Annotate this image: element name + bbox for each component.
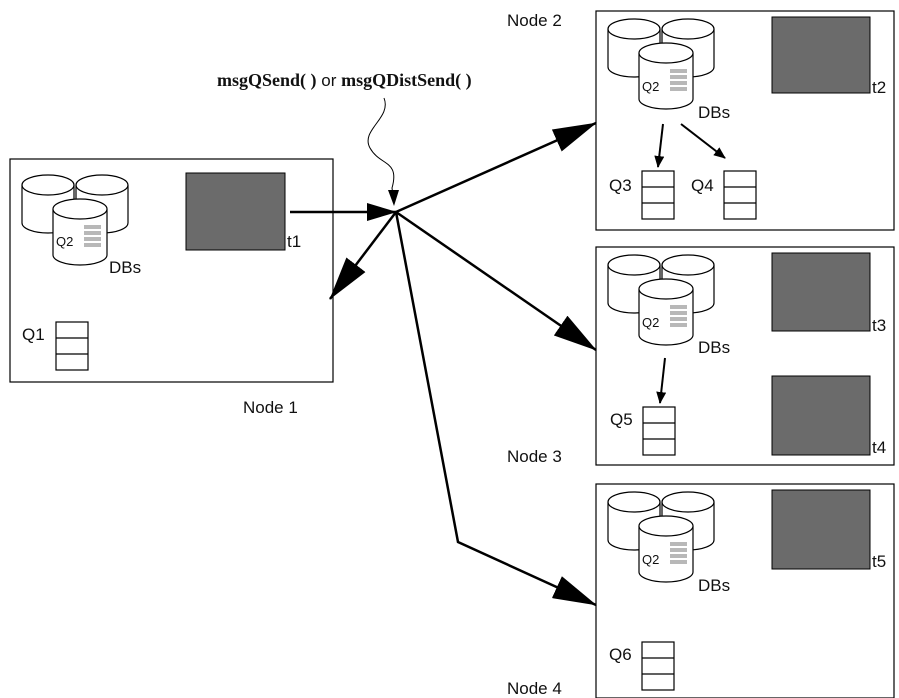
node-2-label: Node 2 <box>507 11 562 30</box>
arrow-hub-to-node2 <box>395 121 597 214</box>
callout-squiggle <box>367 97 395 203</box>
node-3-db-stack <box>607 254 715 346</box>
node-4-queue-q6 <box>641 641 675 691</box>
node-3-arrow-to-q5 <box>656 357 667 404</box>
node-3-queue-q5 <box>642 406 676 456</box>
node-3-task-t4-label: t4 <box>872 438 886 457</box>
dist-send-func-label: msgQDistSend( ) <box>341 70 472 91</box>
node-4-label: Node 4 <box>507 679 562 698</box>
node-2-arrow-to-q3 <box>654 123 665 168</box>
node-1-task-t1-label: t1 <box>287 232 301 251</box>
send-func-label: msgQSend( ) <box>217 70 317 91</box>
node-3-dbs-label: DBs <box>698 338 730 357</box>
node-3-q2-label: Q2 <box>642 315 659 330</box>
node-2-arrow-to-q4 <box>680 123 726 159</box>
node-3-task-t4 <box>771 375 871 456</box>
node-2-db-stack <box>607 18 715 110</box>
node-1-queue-q1-label: Q1 <box>22 325 45 344</box>
send-call-label: msgQSend( ) or msgQDistSend( ) <box>217 70 472 91</box>
node-2-queue-q3 <box>641 170 675 220</box>
node-4-task-t5 <box>771 489 871 570</box>
node-3-label: Node 3 <box>507 447 562 466</box>
node-4-q2-label: Q2 <box>642 552 659 567</box>
node-3-queue-q5-label: Q5 <box>610 410 633 429</box>
node-2-queue-q4-label: Q4 <box>691 176 714 195</box>
arrow-hub-to-node1 <box>329 211 397 300</box>
node-2-queue-q3-label: Q3 <box>609 176 632 195</box>
node-3-task-t3 <box>771 252 871 332</box>
node-1-db-stack <box>21 174 129 266</box>
node-2-box <box>595 10 895 231</box>
node-2-dbs-label: DBs <box>698 103 730 122</box>
arrow-hub-to-node4 <box>394 211 597 607</box>
node-2-queue-q4 <box>723 170 757 220</box>
node-4-dbs-label: DBs <box>698 576 730 595</box>
node-2-q2-label: Q2 <box>642 79 659 94</box>
node-1-dbs-label: DBs <box>109 258 141 277</box>
node-1-q2-label: Q2 <box>56 234 73 249</box>
node-2-task-t2 <box>771 16 871 94</box>
send-or-label: or <box>317 71 342 90</box>
node-3-box <box>595 246 895 466</box>
node-3-task-t3-label: t3 <box>872 316 886 335</box>
callout-squiggle-tip <box>388 190 399 206</box>
node-1-label: Node 1 <box>243 398 298 417</box>
node-1-queue-q1 <box>55 321 89 371</box>
arrow-hub-to-node3 <box>395 210 597 352</box>
node-4-task-t5-label: t5 <box>872 552 886 571</box>
node-4-db-stack <box>607 491 715 583</box>
node-1-task-t1 <box>185 172 286 251</box>
node-2-task-t2-label: t2 <box>872 78 886 97</box>
node-4-queue-q6-label: Q6 <box>609 645 632 664</box>
